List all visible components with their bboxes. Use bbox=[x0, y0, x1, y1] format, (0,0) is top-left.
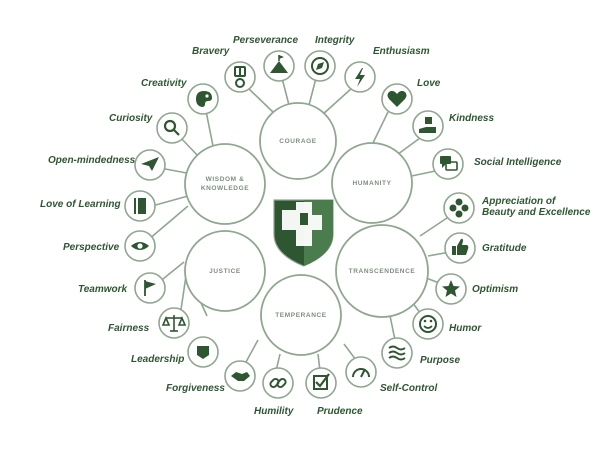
strength-label-love: Love bbox=[417, 78, 441, 89]
wisdom-circle bbox=[184, 143, 266, 225]
strength-label-appreciation-line2: Beauty and Excellence bbox=[482, 207, 591, 218]
center-shield-logo bbox=[273, 199, 334, 267]
strength-label-purpose: Purpose bbox=[420, 355, 461, 366]
strength-label-integrity: Integrity bbox=[315, 35, 355, 46]
strength-label-humility: Humility bbox=[254, 406, 294, 417]
strength-label-forgiveness: Forgiveness bbox=[166, 383, 225, 394]
courage-circle bbox=[259, 102, 337, 180]
strength-label-appreciation: Appreciation of Beauty and Excellence bbox=[482, 196, 590, 218]
thumbs-up-icon bbox=[452, 238, 469, 255]
virtue-label-courage: COURAGE bbox=[279, 138, 317, 145]
strength-label-leadership: Leadership bbox=[131, 354, 185, 365]
strength-label-creativity: Creativity bbox=[141, 78, 187, 89]
medal-icon bbox=[234, 66, 246, 88]
star-icon bbox=[442, 280, 460, 297]
eye-icon bbox=[131, 242, 149, 250]
virtue-label-justice: JUSTICE bbox=[209, 268, 241, 275]
checkbox-icon bbox=[313, 373, 330, 390]
temperance-circle bbox=[260, 274, 342, 356]
palette-icon bbox=[196, 91, 212, 107]
virtue-label-wisdom: WISDOM & KNOWLEDGE bbox=[190, 175, 260, 193]
link-icon bbox=[269, 377, 287, 389]
justice-circle bbox=[184, 230, 266, 312]
waves-icon bbox=[388, 345, 406, 361]
strength-label-social-intelligence: Social Intelligence bbox=[474, 157, 562, 168]
flower-icon bbox=[449, 198, 469, 218]
strength-label-optimism: Optimism bbox=[472, 284, 519, 295]
handshake-icon bbox=[231, 372, 250, 381]
strength-label-teamwork: Teamwork bbox=[78, 284, 128, 295]
strength-label-enthusiasm: Enthusiasm bbox=[373, 46, 430, 57]
virtue-circles bbox=[184, 102, 429, 356]
strength-label-fairness: Fairness bbox=[108, 323, 150, 334]
magnifier-icon bbox=[163, 119, 180, 136]
strength-label-love-of-learning: Love of Learning bbox=[40, 199, 121, 210]
badge-icon bbox=[197, 346, 209, 359]
strength-label-open-mindedness: Open-mindedness bbox=[48, 155, 136, 166]
strength-label-perseverance: Perseverance bbox=[233, 35, 299, 46]
strength-label-humor: Humor bbox=[449, 323, 482, 334]
strength-label-appreciation-line1: Appreciation of bbox=[482, 196, 556, 207]
humanity-circle bbox=[331, 142, 413, 224]
strength-label-bravery: Bravery bbox=[192, 46, 230, 57]
virtue-label-temperance: TEMPERANCE bbox=[275, 312, 327, 319]
gift-hand-icon bbox=[419, 117, 436, 133]
strength-label-perspective: Perspective bbox=[63, 242, 120, 253]
strength-label-kindness: Kindness bbox=[449, 113, 495, 124]
transcendence-circle bbox=[335, 224, 429, 318]
book-icon bbox=[134, 198, 146, 214]
gauge-icon bbox=[352, 368, 370, 378]
strength-label-self-control: Self-Control bbox=[380, 383, 438, 394]
heart-icon bbox=[387, 90, 407, 107]
flag-icon bbox=[144, 280, 156, 296]
virtue-label-wisdom-line2: KNOWLEDGE bbox=[200, 185, 250, 192]
smiley-icon bbox=[419, 315, 437, 333]
virtue-label-wisdom-line1: WISDOM & bbox=[205, 176, 245, 183]
compass-icon bbox=[311, 57, 329, 75]
virtue-label-humanity: HUMANITY bbox=[352, 180, 392, 187]
mountain-icon bbox=[270, 55, 288, 73]
paper-plane-icon bbox=[141, 157, 159, 171]
strength-label-prudence: Prudence bbox=[317, 406, 363, 417]
scales-icon bbox=[161, 315, 187, 332]
virtue-label-transcendence: TRANSCENDENCE bbox=[348, 268, 416, 275]
lightning-icon bbox=[355, 68, 365, 87]
strength-label-gratitude: Gratitude bbox=[482, 243, 527, 254]
strength-label-curiosity: Curiosity bbox=[109, 113, 153, 124]
chat-bubbles-icon bbox=[440, 156, 458, 171]
